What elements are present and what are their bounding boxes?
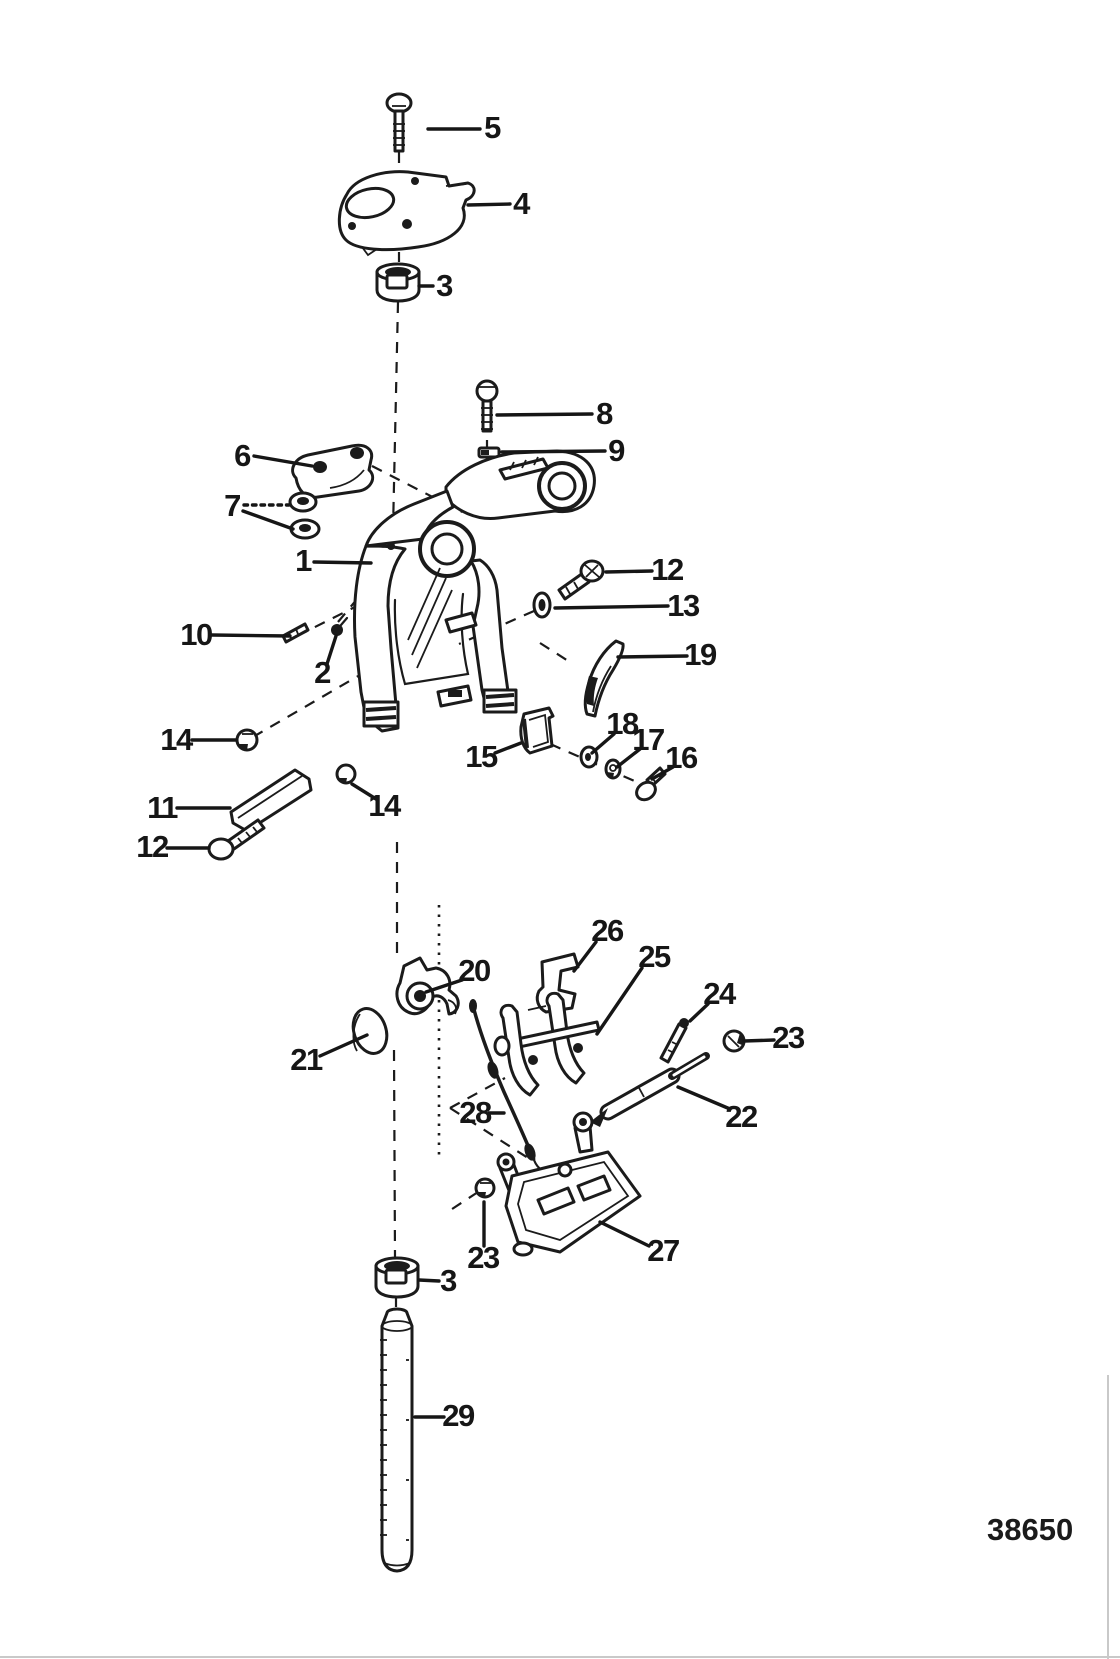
part-15-bracket: [519, 706, 555, 755]
part-22-link-rod: [590, 1052, 710, 1127]
leader-line-3: [417, 1278, 441, 1283]
part-13-washer: [532, 591, 552, 619]
callout-label-27: 27: [647, 1233, 680, 1268]
leader-line-14: [350, 782, 378, 801]
part-4-plate: [337, 170, 476, 257]
part-21-seal: [351, 1007, 389, 1055]
part-24-pin: [659, 1018, 689, 1064]
leader-line-15: [493, 741, 523, 755]
callout-label-24: 24: [703, 976, 736, 1011]
part-29-tube: [380, 1307, 414, 1573]
leader-line-2: [325, 634, 338, 666]
leader-line-10: [210, 633, 292, 638]
leader-line-22: [676, 1085, 732, 1111]
callout-label-26: 26: [591, 913, 624, 948]
part-7-washers: [288, 491, 321, 540]
callout-label-8: 8: [596, 396, 613, 431]
callout-label-13: 13: [667, 588, 700, 623]
callout-label-3: 3: [436, 268, 453, 303]
callout-label-23: 23: [772, 1020, 805, 1055]
part-10-pin: [281, 622, 310, 644]
leader-line-20: [424, 978, 464, 994]
part-6-anchor-plate: [291, 443, 375, 499]
callout-label-14: 14: [368, 788, 401, 823]
callout-label-28: 28: [459, 1095, 492, 1130]
callout-label-14: 14: [160, 722, 193, 757]
callout-label-4: 4: [513, 186, 530, 221]
callout-label-10: 10: [180, 617, 213, 652]
callout-label-19: 19: [684, 637, 717, 672]
callout-label-6: 6: [234, 438, 251, 473]
callout-label-25: 25: [638, 939, 671, 974]
callout-label-15: 15: [465, 739, 498, 774]
callout-label-5: 5: [484, 110, 501, 145]
leader-line-9: [500, 449, 607, 454]
leader-line-27: [598, 1220, 651, 1248]
construction-lines: [252, 152, 656, 1318]
part-12-bolt-right: [557, 559, 605, 601]
part-19-arm: [583, 639, 625, 718]
leader-line-6: [252, 454, 314, 468]
callout-label-18: 18: [606, 706, 639, 741]
part-8-bolt: [475, 379, 499, 433]
part-25-hook-assembly: [493, 991, 601, 1097]
leader-line-12: [604, 569, 654, 574]
callout-leader-lines: [165, 127, 776, 1419]
part-11-plate: [229, 768, 313, 833]
callout-label-9: 9: [608, 433, 625, 468]
part-14-nut-left: [235, 728, 259, 752]
part-23-nut-right: [722, 1029, 746, 1053]
leader-line-8: [495, 412, 594, 417]
part-2-screw: [331, 616, 349, 636]
leader-line-17: [615, 747, 642, 769]
callout-label-12: 12: [651, 552, 684, 587]
callout-label-11: 11: [147, 790, 178, 825]
drawing-number: 38650: [987, 1512, 1074, 1547]
leader-line-25: [595, 966, 644, 1036]
callout-label-23: 23: [467, 1240, 500, 1275]
callout-label-16: 16: [665, 740, 698, 775]
leader-line-18: [590, 732, 616, 755]
leader-line-13: [553, 604, 670, 610]
callout-label-22: 22: [725, 1099, 758, 1134]
part-23-nut-bottom: [474, 1177, 496, 1199]
leader-line-21: [318, 1033, 369, 1058]
part-3-bushing-upper: [375, 262, 421, 303]
callout-label-17: 17: [632, 722, 665, 757]
part-5-bolt: [385, 92, 413, 153]
part-9-nut: [477, 446, 501, 459]
part-20-cam: [395, 956, 460, 1016]
part-3-bushing-lower: [374, 1256, 420, 1299]
leader-line-1: [312, 560, 373, 565]
leader-line-4: [466, 202, 512, 207]
callout-label-1: 1: [295, 543, 312, 578]
callout-label-20: 20: [458, 953, 491, 988]
leader-line-24: [688, 1002, 710, 1023]
part-27-stern-bracket: [496, 1111, 642, 1257]
part-17-washer: [604, 758, 622, 780]
callout-label-29: 29: [442, 1398, 475, 1433]
callout-label-3: 3: [440, 1263, 457, 1298]
leader-line-23: [742, 1038, 776, 1043]
callout-label-7: 7: [224, 488, 241, 523]
leader-line-19: [616, 654, 689, 659]
callout-label-2: 2: [314, 655, 331, 690]
leader-line-7: [241, 509, 295, 531]
part-14-nut-right: [335, 763, 357, 785]
callout-label-21: 21: [290, 1042, 323, 1077]
leader-line-26: [572, 940, 598, 973]
part-1-swivel-bracket: [353, 449, 596, 733]
leader-line-16: [650, 765, 675, 781]
callout-label-12: 12: [136, 829, 169, 864]
